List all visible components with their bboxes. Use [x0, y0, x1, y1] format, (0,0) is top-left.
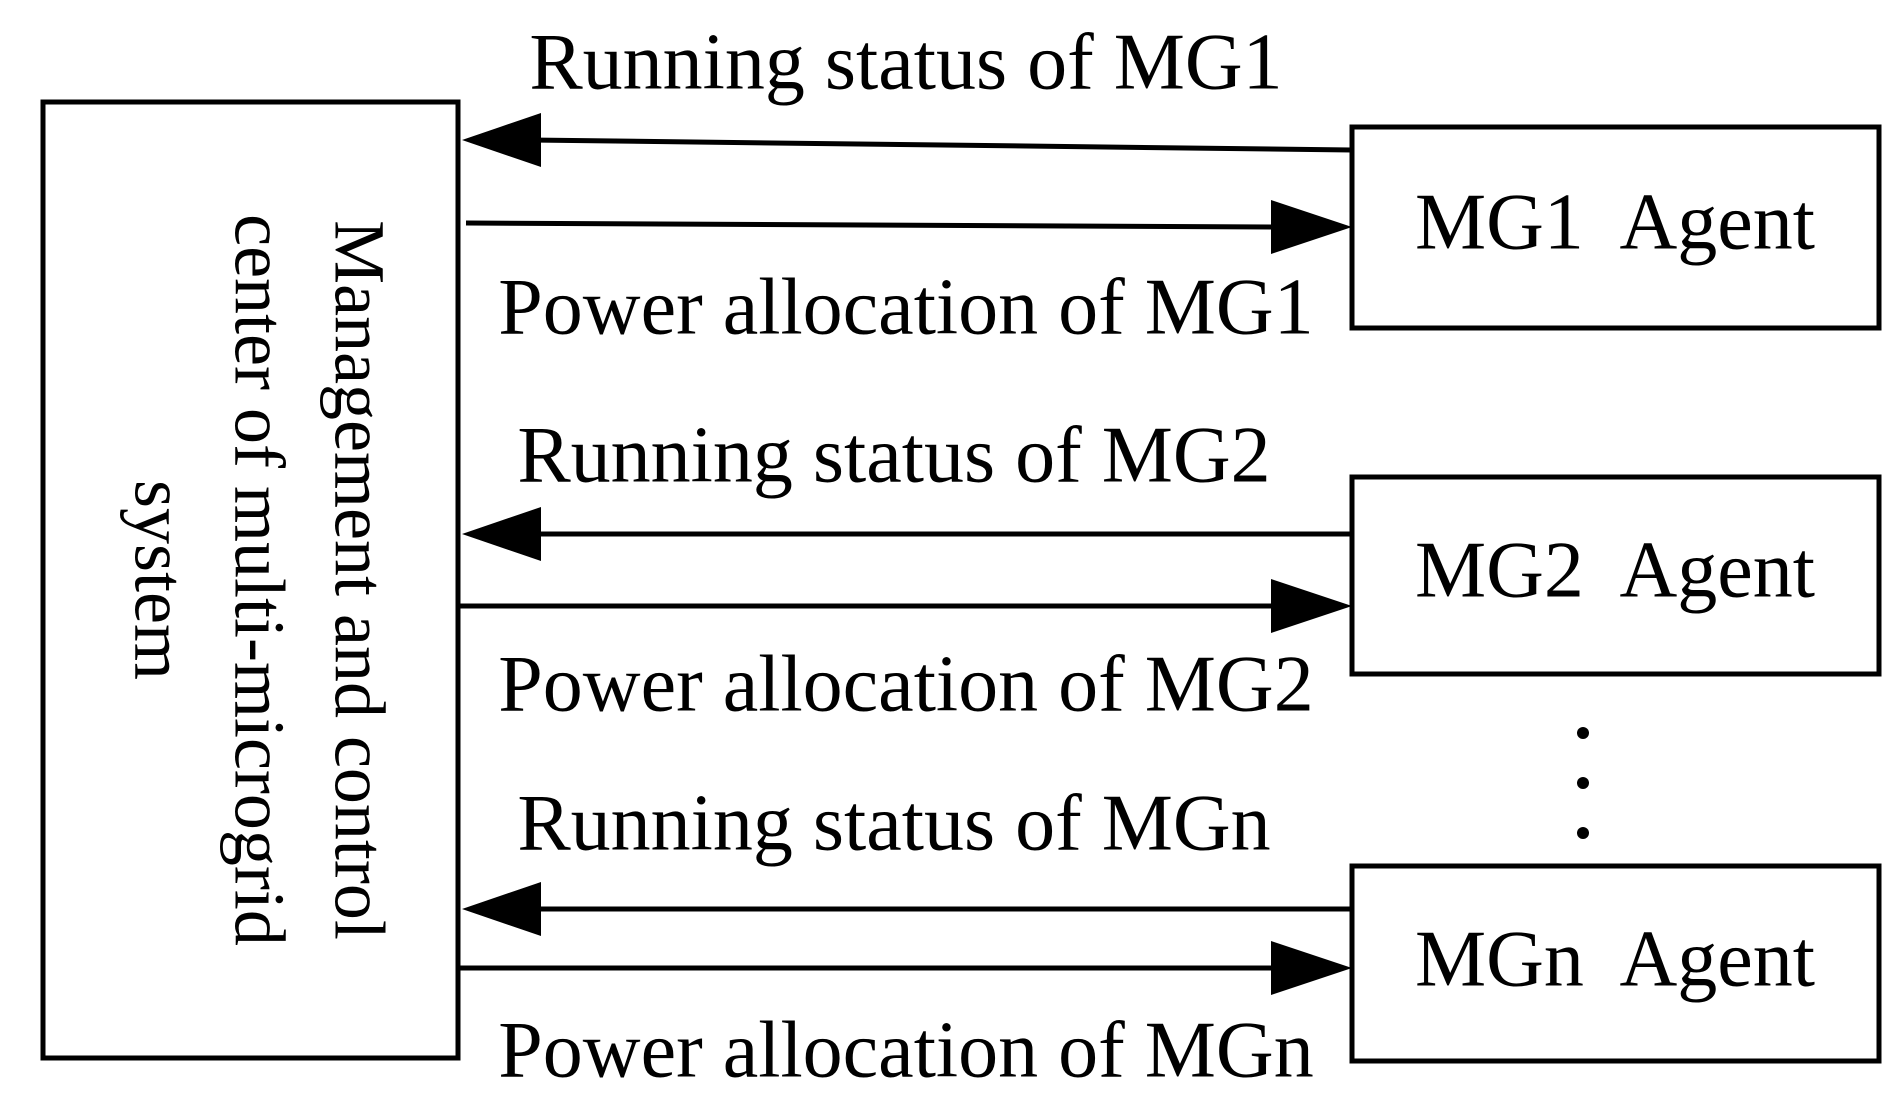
mg2-allocation-arrowhead	[1271, 579, 1352, 633]
mg1-allocation-label: Power allocation of MG1	[498, 263, 1313, 351]
management-center-label: Management and control center of multi-m…	[119, 214, 399, 946]
mg2-status-label: Running status of MG2	[517, 411, 1270, 499]
mgn-agent-box	[1349, 863, 1882, 1064]
mg1-status-arrowhead	[462, 113, 541, 167]
management-center-box	[40, 99, 461, 1061]
ellipsis-dot-2	[1577, 777, 1589, 789]
mg1-allocation-arrowhead	[1271, 200, 1352, 254]
mg1-agent-label: MG1 Agent	[1415, 178, 1815, 266]
mgn-status-arrowhead	[462, 882, 541, 936]
mg2-agent-box	[1349, 474, 1882, 677]
mg2-status-arrowhead	[462, 507, 541, 561]
mg1-status-label: Running status of MG1	[529, 18, 1282, 106]
center-label-line-1: Management and control	[319, 220, 399, 940]
mg1-status-arrow-line	[529, 137, 1353, 153]
center-label-line-2: center of multi-microgrid	[219, 214, 299, 946]
ellipsis-dot-3	[1577, 827, 1589, 839]
ellipsis-dot-1	[1577, 727, 1589, 739]
mg2-agent-label: MG2 Agent	[1415, 526, 1815, 614]
mgn-allocation-arrowhead	[1271, 941, 1352, 995]
mgn-agent-label: MGn Agent	[1415, 915, 1815, 1003]
mg2-allocation-label: Power allocation of MG2	[498, 640, 1313, 728]
mg1-allocation-arrow-line	[465, 220, 1283, 230]
mg1-agent-box	[1349, 124, 1882, 331]
center-label-line-3: system	[119, 480, 199, 680]
mgn-status-label: Running status of MGn	[517, 779, 1270, 867]
mgn-allocation-label: Power allocation of MGn	[498, 1006, 1313, 1094]
